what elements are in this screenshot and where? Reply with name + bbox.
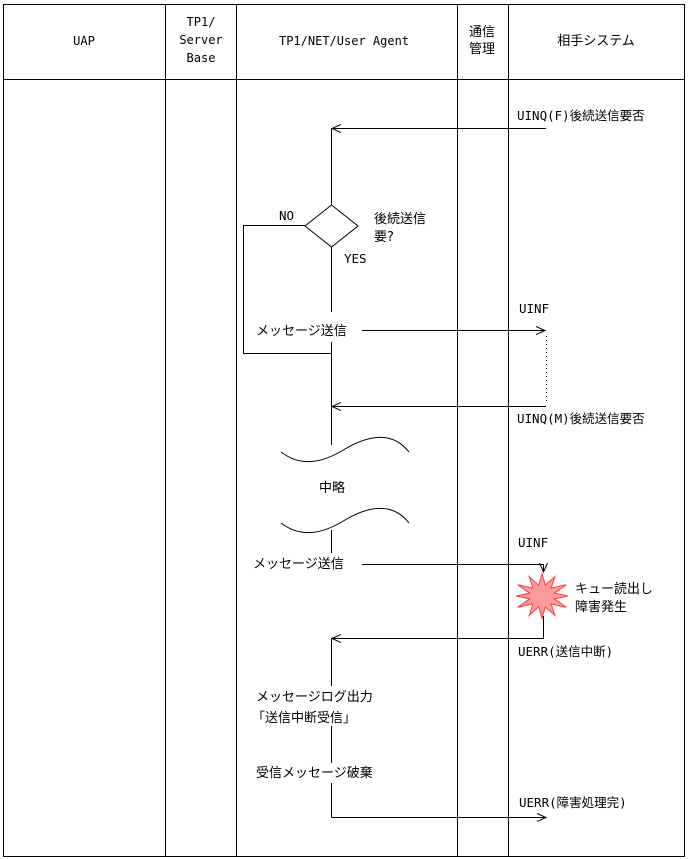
uinf-2-arrow bbox=[362, 565, 544, 573]
omission-wave-bottom bbox=[280, 507, 410, 534]
no-label: NO bbox=[279, 208, 294, 223]
omitted-label: 中略 bbox=[319, 480, 345, 496]
send-message-label-2: メッセージ送信 bbox=[253, 557, 344, 572]
header-user-agent: TP1/NET/User Agent bbox=[279, 34, 409, 48]
decision-label-1: 後続送信 bbox=[374, 212, 426, 227]
send-message-label-1: メッセージ送信 bbox=[256, 324, 347, 339]
queue-fault-label-1: キュー読出し bbox=[575, 581, 653, 597]
decision-diamond bbox=[304, 204, 359, 248]
header-uap: UAP bbox=[73, 34, 95, 48]
header-server-base-1: TP1/ bbox=[187, 15, 216, 29]
header-server-base-3: Base bbox=[187, 51, 216, 65]
header-server-base-2: Server bbox=[179, 33, 222, 47]
log-output-label-1: メッセージログ出力 bbox=[256, 690, 373, 705]
queue-fault-label-2: 障害発生 bbox=[575, 599, 627, 615]
omission-wave-top bbox=[280, 436, 410, 463]
yes-label: YES bbox=[344, 251, 367, 266]
decision-label-2: 要? bbox=[374, 230, 394, 245]
discard-label: 受信メッセージ破棄 bbox=[256, 766, 373, 781]
log-output-label-2: 「送信中断受信」 bbox=[252, 711, 356, 726]
uinf-2-label: UINF bbox=[518, 535, 548, 550]
uinq-f-label: UINQ(F)後続送信要否 bbox=[517, 108, 645, 123]
uerr-interrupt-arrow bbox=[332, 616, 544, 639]
header-partner: 相手システム bbox=[557, 34, 635, 49]
uerr-interrupt-label: UERR(送信中断) bbox=[518, 644, 613, 659]
fault-burst-icon bbox=[516, 571, 568, 621]
uinf-1-label: UINF bbox=[519, 301, 549, 316]
no-branch-line bbox=[243, 225, 332, 354]
diagram-frame bbox=[3, 4, 685, 857]
uerr-done-label: UERR(障害処理完) bbox=[519, 795, 627, 810]
header-comm-mgmt-2: 管理 bbox=[469, 42, 495, 57]
header-comm-mgmt-1: 通信 bbox=[469, 25, 495, 40]
uinq-m-label: UINQ(M)後続送信要否 bbox=[517, 411, 645, 426]
